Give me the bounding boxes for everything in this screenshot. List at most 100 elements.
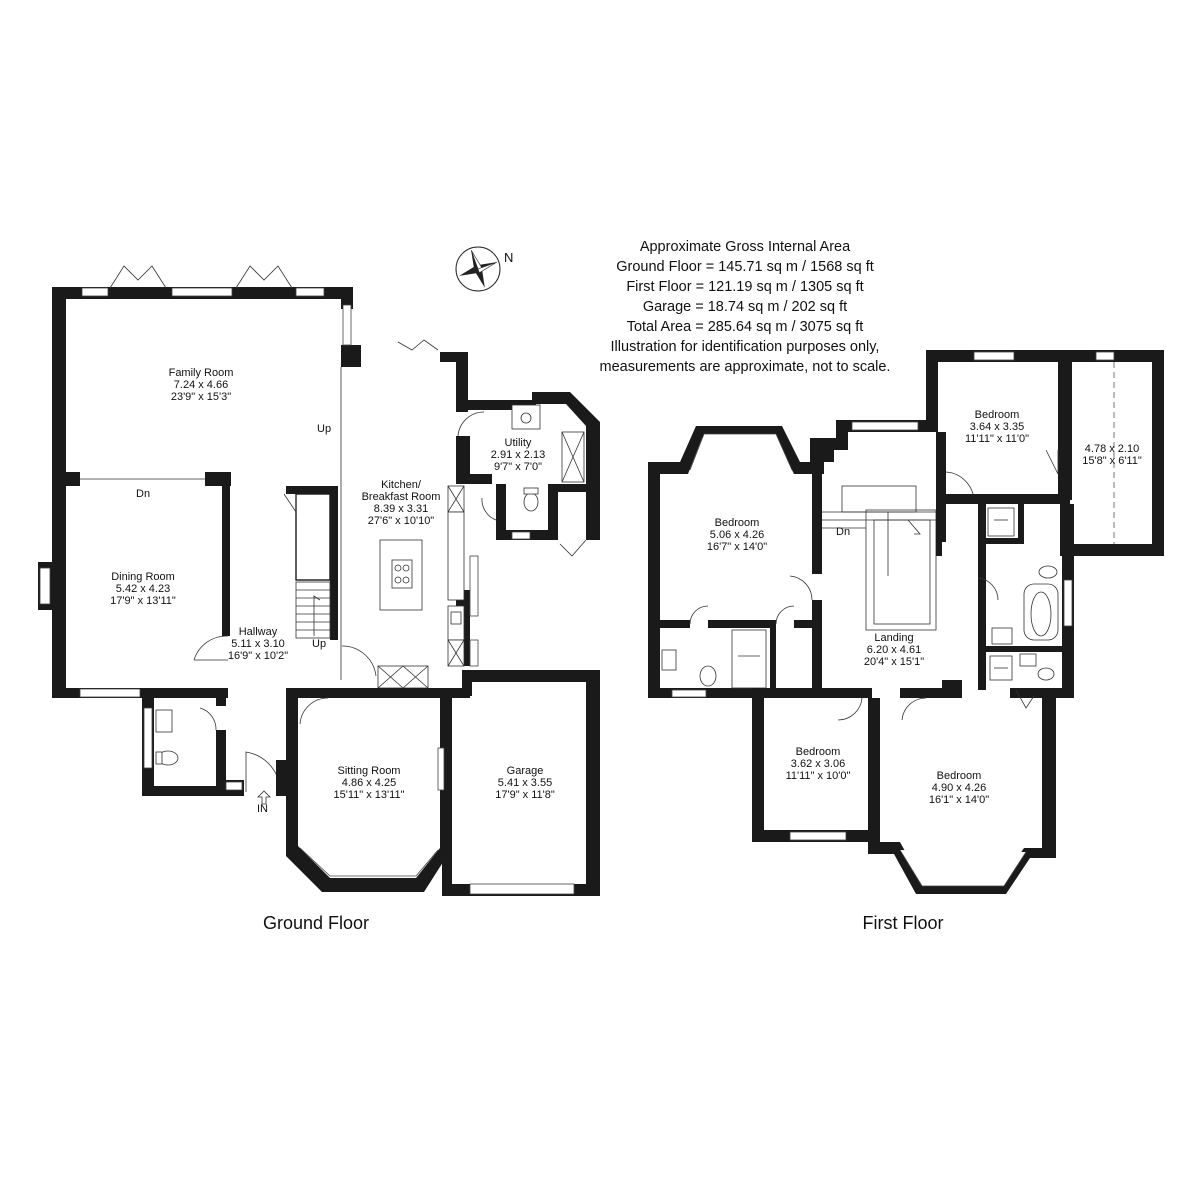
hob-ring [402, 564, 410, 572]
cross [447, 485, 465, 513]
room-imperial: 16'1" x 14'0" [929, 794, 989, 806]
room-metric: 6.20 x 4.61 [867, 644, 921, 656]
staircase [822, 485, 938, 631]
bifold-door [397, 339, 439, 351]
wall [142, 786, 232, 796]
room-name: Bedroom [796, 746, 841, 758]
wall [936, 542, 942, 556]
door-swing [789, 575, 813, 601]
room-metric: 8.39 x 3.31 [374, 503, 428, 515]
wall [330, 486, 338, 640]
door-swing [199, 707, 217, 731]
wall [456, 352, 468, 412]
wall [466, 670, 600, 682]
wall [1018, 504, 1024, 544]
window [79, 688, 141, 698]
compass-rose-icon [455, 246, 501, 292]
wall [464, 640, 470, 666]
room-imperial: 17'9" x 13'11" [110, 595, 176, 607]
wall [810, 438, 824, 474]
wall [794, 620, 822, 628]
toilet-cistern-icon [155, 751, 163, 765]
window [789, 831, 847, 841]
area-garage: Garage = 18.74 sq m / 202 sq ft [643, 299, 847, 315]
wall [276, 760, 286, 796]
wall [341, 287, 353, 309]
wall [708, 620, 770, 628]
area-ground-floor: Ground Floor = 145.71 sq m / 1568 sq ft [616, 259, 874, 275]
wall [942, 680, 962, 698]
kitchen-unit-icon [377, 665, 429, 689]
window [851, 421, 919, 431]
door-swing [977, 577, 999, 601]
french-door [109, 265, 167, 289]
room-imperial: 11'11" x 11'0" [965, 433, 1029, 445]
cross [561, 431, 585, 483]
window [469, 639, 479, 667]
wall [205, 472, 231, 486]
room-name: Garage [507, 765, 544, 777]
area-first-floor: First Floor = 121.19 sq m / 1305 sq ft [626, 279, 863, 295]
room-metric: 5.42 x 4.23 [116, 583, 170, 595]
entrance-label: IN [257, 803, 268, 815]
compass-north-label: N [504, 250, 513, 265]
wall [770, 620, 776, 690]
wall [286, 486, 336, 494]
wall [440, 352, 468, 362]
room-imperial: 20'4" x 15'1" [864, 656, 924, 668]
room-metric: 5.06 x 4.26 [710, 529, 764, 541]
window [81, 287, 109, 297]
wall [986, 538, 1018, 544]
wall [946, 494, 1070, 504]
door [283, 493, 297, 514]
shower-icon [731, 629, 767, 689]
window [171, 287, 233, 297]
wall [452, 688, 462, 698]
room-metric: 3.64 x 3.35 [970, 421, 1024, 433]
room-name: Landing [874, 632, 913, 644]
room-imperial: 15'8" x 6'11" [1082, 455, 1142, 467]
bay-window-wall [286, 846, 452, 892]
window [342, 304, 352, 346]
stairs-down-marker: Dn [836, 526, 850, 538]
window [225, 781, 243, 791]
door-swing [457, 411, 485, 437]
area-total: Total Area = 285.64 sq m / 3075 sq ft [627, 319, 864, 335]
cross [377, 665, 404, 689]
wall [462, 670, 472, 696]
wall [222, 486, 230, 636]
window [973, 351, 1015, 361]
room-name-line2: Breakfast Room [362, 491, 441, 503]
stair-cupboard [295, 493, 331, 581]
door [1045, 449, 1059, 475]
door-swing [775, 605, 795, 625]
wall [1058, 350, 1072, 500]
first-floor-title: First Floor [863, 913, 944, 933]
wall [286, 688, 450, 698]
shower-icon [987, 507, 1015, 537]
room-metric: 2.91 x 2.13 [491, 449, 545, 461]
bay-window [689, 433, 793, 471]
room-name: Sitting Room [338, 765, 401, 777]
wall [978, 560, 986, 690]
bay-window [899, 849, 1027, 887]
wall [838, 688, 872, 698]
wash-basin-icon [1019, 653, 1037, 667]
door-swing [901, 697, 927, 721]
garage-door [469, 883, 575, 895]
kitchen-counter [447, 511, 465, 601]
bathtub-basin [1030, 591, 1052, 637]
room-name: Hallway [239, 626, 278, 638]
wall [1152, 350, 1164, 556]
ground-floor-plan: Family Room 7.24 x 4.66 23'9" x 15'3" Di… [38, 265, 600, 933]
wall [216, 730, 226, 796]
area-summary: Approximate Gross Internal Area Ground F… [600, 239, 891, 375]
wall [586, 484, 600, 540]
wall [978, 498, 986, 568]
window [1063, 579, 1073, 627]
toilet-icon [699, 665, 717, 687]
wall [868, 698, 880, 842]
wash-basin-icon [155, 709, 173, 733]
sink-bowl [450, 611, 462, 625]
toilet-cistern [523, 487, 539, 495]
